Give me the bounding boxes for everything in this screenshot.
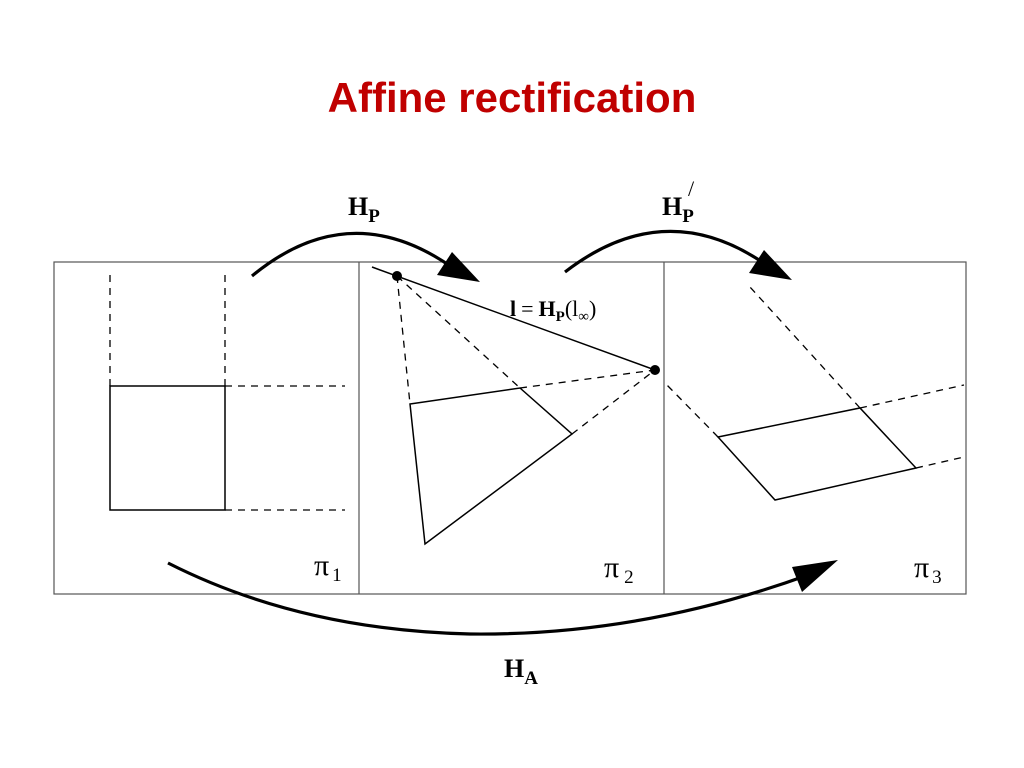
square (109, 385, 226, 511)
dashed-line (571, 369, 656, 435)
dashed-line (396, 275, 411, 405)
vanishing-point (650, 365, 660, 375)
dashed-line (749, 286, 861, 409)
arrow-ha (167, 560, 838, 636)
distorted-quadrilateral (409, 387, 574, 546)
vanishing-point (392, 271, 402, 281)
parallelogram (716, 407, 918, 501)
vanishing-line (371, 266, 656, 371)
dashed-line (396, 275, 521, 389)
slide-title: Affine rectification (327, 74, 697, 121)
label-hp-prime: HP (662, 192, 694, 227)
plane-3-figure (664, 286, 965, 501)
dashed-line (915, 456, 965, 469)
dashed-line (664, 382, 719, 438)
label-ha: HA (504, 654, 538, 689)
plane-2-figure (371, 266, 660, 546)
arrow-hp (250, 231, 480, 282)
arrow-hp-prime (564, 229, 792, 280)
label-hp-prime-mark: / (688, 176, 695, 201)
label-hp: HP (348, 192, 380, 227)
label-vanishing-line-equation: l=HP(l∞) (510, 296, 596, 325)
dashed-line (859, 384, 965, 409)
plane-1-figure (109, 272, 345, 511)
dashed-line (519, 369, 656, 389)
planes-frame (53, 261, 967, 595)
